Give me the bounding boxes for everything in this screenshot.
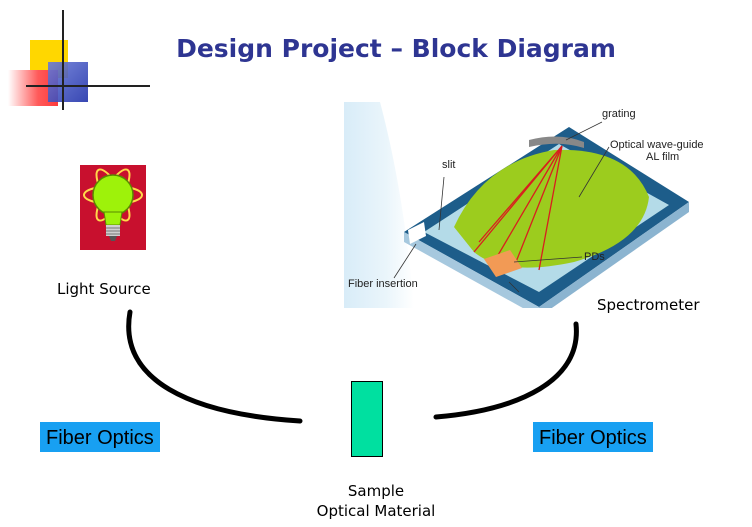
- sample-label-line2: Optical Material: [316, 502, 436, 520]
- grating-annotation: grating: [602, 108, 636, 120]
- slit-annotation: slit: [442, 159, 455, 171]
- fiber-optics-left-label: Fiber Optics: [40, 422, 160, 452]
- spectrometer-label: Spectrometer: [597, 296, 700, 314]
- spectrometer-image: grating slit Optical wave-guide AL film …: [344, 102, 718, 317]
- sample-label-line1: Sample: [347, 482, 405, 500]
- fiber-curve-left: [126, 309, 303, 424]
- waveguide-annotation-line2: AL film: [646, 151, 679, 163]
- fiber-optics-right-label: Fiber Optics: [533, 422, 653, 452]
- pds-annotation: PDs: [584, 251, 605, 263]
- sample-block: [351, 381, 383, 457]
- corner-vertical-line: [62, 10, 64, 110]
- fiber-curve-right: [433, 321, 579, 420]
- light-source-label: Light Source: [57, 280, 151, 298]
- waveguide-annotation-line1: Optical wave-guide: [610, 139, 704, 151]
- corner-square-blue: [48, 62, 88, 102]
- corner-horizontal-line: [26, 85, 150, 87]
- slide-title: Design Project – Block Diagram: [176, 34, 616, 63]
- fiber-insertion-annotation: Fiber insertion: [348, 278, 418, 290]
- light-bulb-icon: [80, 165, 146, 250]
